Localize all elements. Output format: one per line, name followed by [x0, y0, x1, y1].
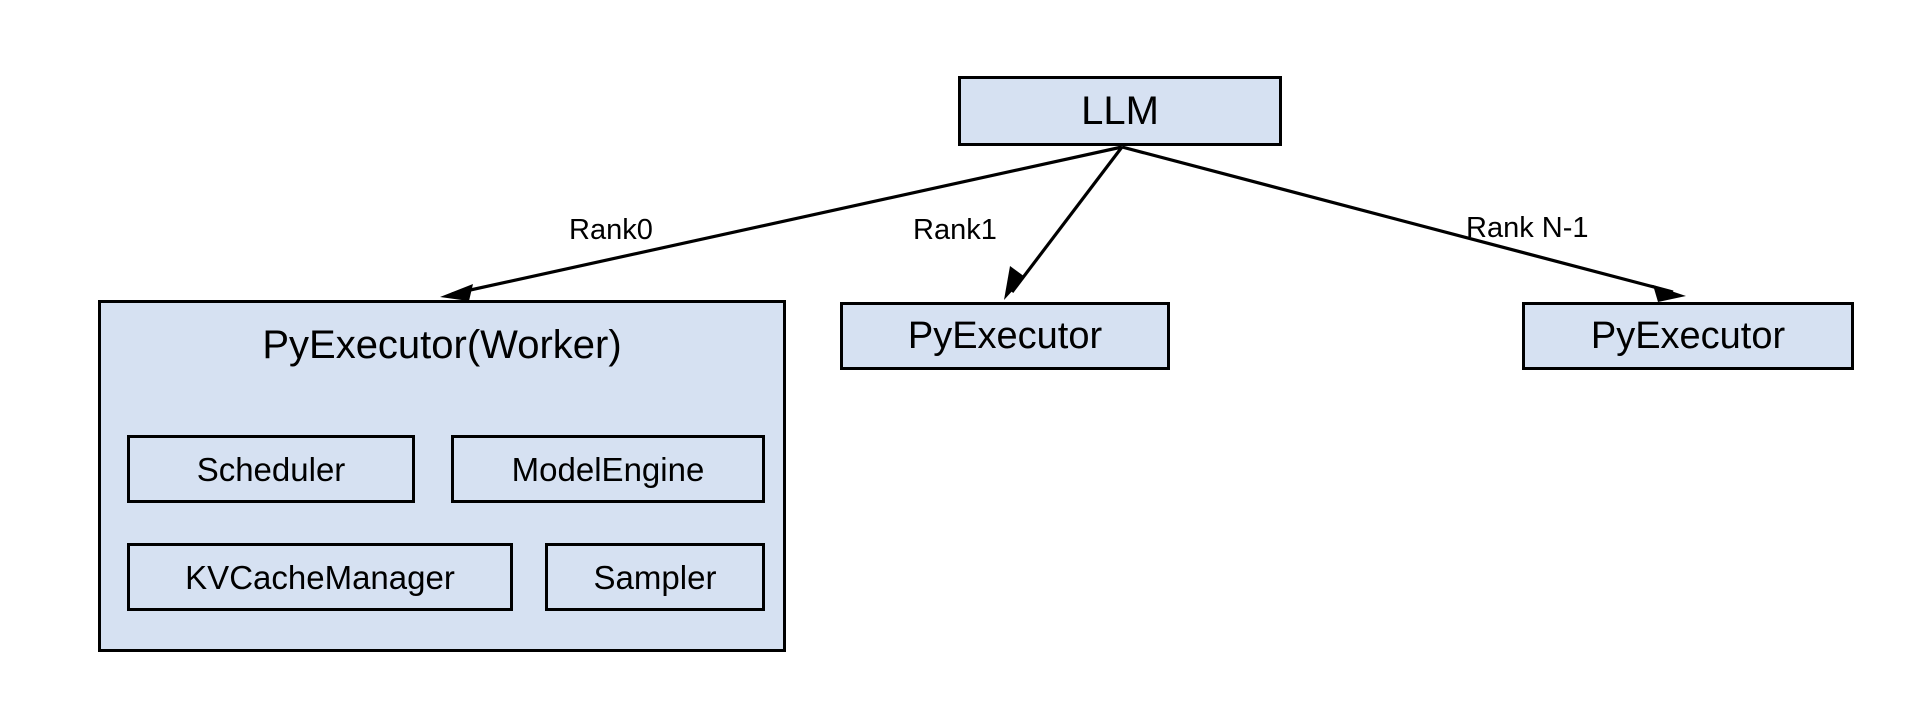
node-pyexecutor-rank-n-1-label: PyExecutor	[1590, 315, 1786, 357]
node-llm-label: LLM	[1081, 89, 1159, 133]
edge-label-rank-n-1: Rank N-1	[1466, 212, 1589, 244]
node-sampler-label: Sampler	[593, 558, 717, 596]
node-scheduler[interactable]: Scheduler	[127, 435, 415, 503]
edge-llm-to-exec-rankn	[1121, 145, 1686, 302]
node-pyexecutor-rank1[interactable]: PyExecutor	[840, 302, 1170, 370]
node-pyexecutor-worker[interactable]: PyExecutor(Worker) Scheduler ModelEngine…	[98, 300, 786, 652]
node-scheduler-label: Scheduler	[196, 450, 346, 488]
edge-label-rank1: Rank1	[913, 214, 997, 246]
node-llm[interactable]: LLM	[958, 76, 1282, 146]
node-pyexecutor-worker-label: PyExecutor(Worker)	[262, 323, 622, 367]
edge-label-rank0: Rank0	[569, 214, 653, 246]
node-pyexecutor-rank1-label: PyExecutor	[907, 315, 1103, 357]
node-pyexecutor-rank-n-1[interactable]: PyExecutor	[1522, 302, 1854, 370]
node-kv-cache-manager[interactable]: KVCacheManager	[127, 543, 513, 611]
node-sampler[interactable]: Sampler	[545, 543, 765, 611]
edge-llm-to-worker	[440, 145, 1123, 301]
node-model-engine[interactable]: ModelEngine	[451, 435, 765, 503]
node-kv-cache-manager-label: KVCacheManager	[185, 558, 455, 596]
node-model-engine-label: ModelEngine	[511, 450, 705, 488]
edge-llm-to-exec-rank1	[1004, 146, 1124, 300]
